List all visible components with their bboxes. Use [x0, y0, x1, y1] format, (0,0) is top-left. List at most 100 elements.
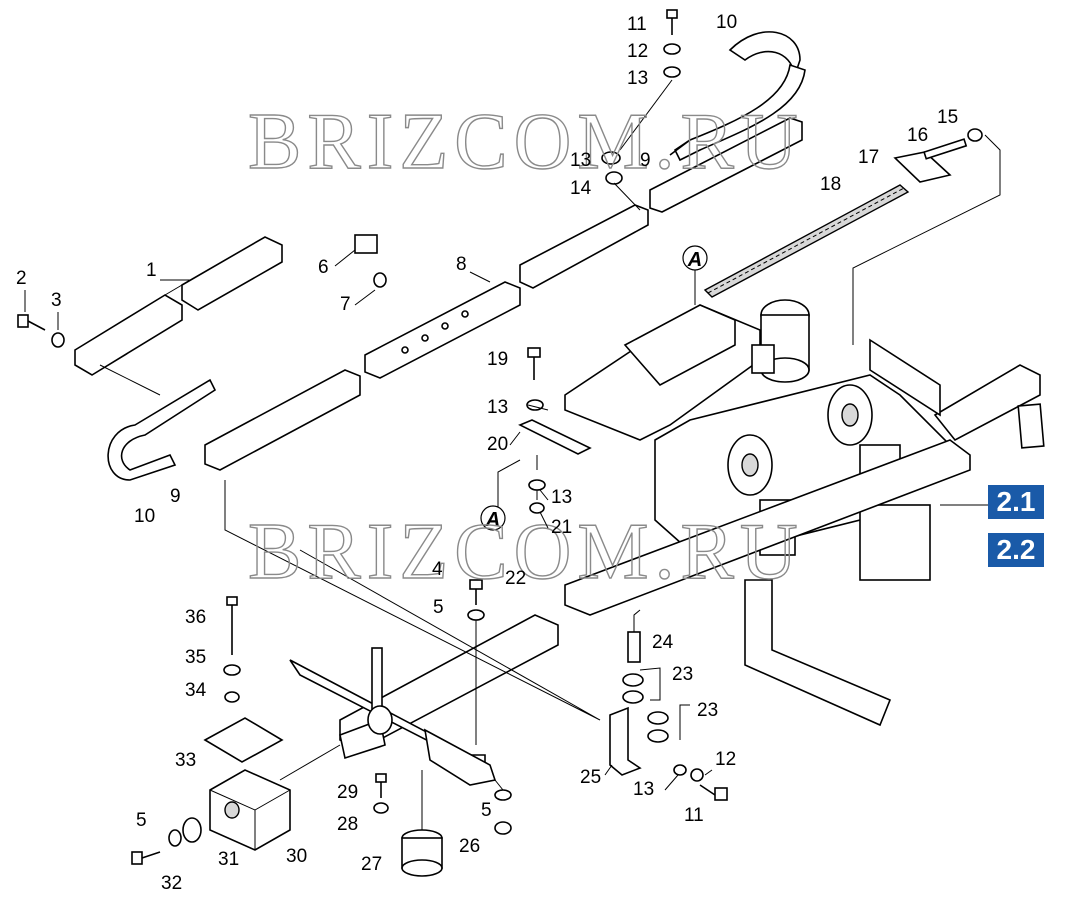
chain-tensioner-17: [893, 151, 952, 183]
callout-32: 32: [161, 873, 182, 894]
washer-13-c: [528, 479, 546, 491]
plug-7: [373, 272, 387, 288]
callout-30: 30: [286, 846, 307, 867]
callout-31: 31: [218, 849, 239, 870]
callout-28: 28: [337, 814, 358, 835]
bolt-2: [17, 314, 46, 331]
callout-36: 36: [185, 607, 206, 628]
nut-23-a2: [622, 690, 644, 704]
foot-27: [401, 829, 443, 877]
cable-chain-top: [669, 31, 806, 162]
callout-12-bot: 12: [715, 749, 736, 770]
nut-23-b2: [647, 729, 669, 743]
washer-13-d: [673, 764, 687, 776]
marker-a-top-label: A: [687, 249, 702, 271]
washer-13-top: [663, 66, 681, 78]
callout-4: 4: [432, 559, 443, 580]
connector-6: [354, 234, 378, 254]
plate-20: [518, 419, 592, 455]
disc-31: [182, 817, 202, 843]
plate-33: [203, 717, 284, 763]
callout-2: 2: [16, 268, 27, 289]
callout-7: 7: [340, 294, 351, 315]
callout-labels: 11 12 13 10 13 9 14 15 16 17 18 1 2 3 6 …: [16, 12, 958, 894]
callout-24: 24: [652, 632, 674, 653]
callout-5-c: 5: [136, 810, 147, 831]
shaft-stub: [339, 705, 393, 760]
cable-rail-8: [364, 281, 521, 379]
reference-box-2-1[interactable]: 2.1: [988, 485, 1044, 519]
callout-27: 27: [361, 854, 382, 875]
bolt-19: [527, 347, 541, 380]
callout-22: 22: [505, 568, 526, 589]
drive-chain-18: [703, 184, 910, 298]
callout-29: 29: [337, 782, 358, 803]
callout-13-mid: 13: [570, 150, 591, 171]
callout-25: 25: [580, 767, 601, 788]
callout-9-left: 9: [170, 486, 181, 507]
bolt-16: [923, 138, 968, 160]
carriage-base-plate: [564, 304, 761, 441]
callout-3: 3: [51, 290, 62, 311]
bearing-block-30: [209, 769, 291, 851]
motor: [751, 299, 810, 383]
callout-10-left: 10: [134, 506, 155, 527]
callout-23-b: 23: [697, 700, 718, 721]
callout-15: 15: [937, 107, 958, 128]
callout-11-bot: 11: [684, 805, 704, 826]
callout-1: 1: [146, 260, 157, 281]
callout-34: 34: [185, 680, 207, 701]
main-beam-22: [564, 439, 971, 616]
callout-19: 19: [487, 349, 508, 370]
washer-3: [51, 332, 65, 348]
reference-box-2-2[interactable]: 2.2: [988, 533, 1044, 567]
callout-5-a: 5: [433, 597, 444, 618]
bolt-29: [375, 773, 387, 798]
callout-16: 16: [907, 125, 928, 146]
callout-6: 6: [318, 257, 329, 278]
cable-rail-left: [204, 369, 361, 471]
nut-14: [605, 171, 623, 185]
callout-12-top: 12: [627, 41, 648, 62]
guide-roller-right: [827, 384, 873, 446]
bracket-25: [609, 706, 642, 776]
callout-18: 18: [820, 174, 841, 195]
bolt-32: [131, 851, 161, 865]
callout-8: 8: [456, 254, 467, 275]
washer-13-mid: [601, 151, 621, 165]
nut-21: [529, 502, 545, 514]
callout-5-b: 5: [481, 800, 492, 821]
sensor-24: [627, 609, 641, 663]
callout-13-c: 13: [551, 487, 572, 508]
watermark-middle: BRIZCOM.RU: [248, 508, 804, 596]
callout-26: 26: [459, 836, 480, 857]
callout-35: 35: [185, 647, 206, 668]
support-arm: [744, 579, 892, 727]
watermark-top: BRIZCOM.RU: [248, 98, 804, 186]
callout-33: 33: [175, 750, 196, 771]
cable-rail-upper: [519, 117, 803, 289]
square-tube-1: [74, 236, 283, 376]
washer-12-bot: [690, 768, 704, 782]
washer-35: [223, 664, 241, 676]
washer-5-a: [467, 609, 485, 621]
marker-a-top: A: [682, 245, 708, 305]
callout-20: 20: [487, 434, 508, 455]
marker-a-left-label: A: [485, 509, 500, 531]
callout-9-top: 9: [640, 150, 651, 171]
washer-15: [967, 128, 983, 142]
callout-leaders: [24, 249, 713, 791]
marker-a-left: A: [480, 505, 506, 531]
callout-10-top: 10: [716, 12, 737, 33]
bolt-36: [226, 596, 238, 655]
callout-23-a: 23: [672, 664, 693, 685]
nut-26: [494, 821, 512, 835]
guide-roller-left: [727, 434, 773, 496]
nut-23-b1: [647, 711, 669, 725]
callout-14: 14: [570, 178, 592, 199]
callout-21: 21: [551, 517, 572, 538]
washer-5-b: [494, 789, 512, 801]
cable-chain-left-10: [107, 378, 217, 481]
bolt-4: [469, 579, 483, 605]
